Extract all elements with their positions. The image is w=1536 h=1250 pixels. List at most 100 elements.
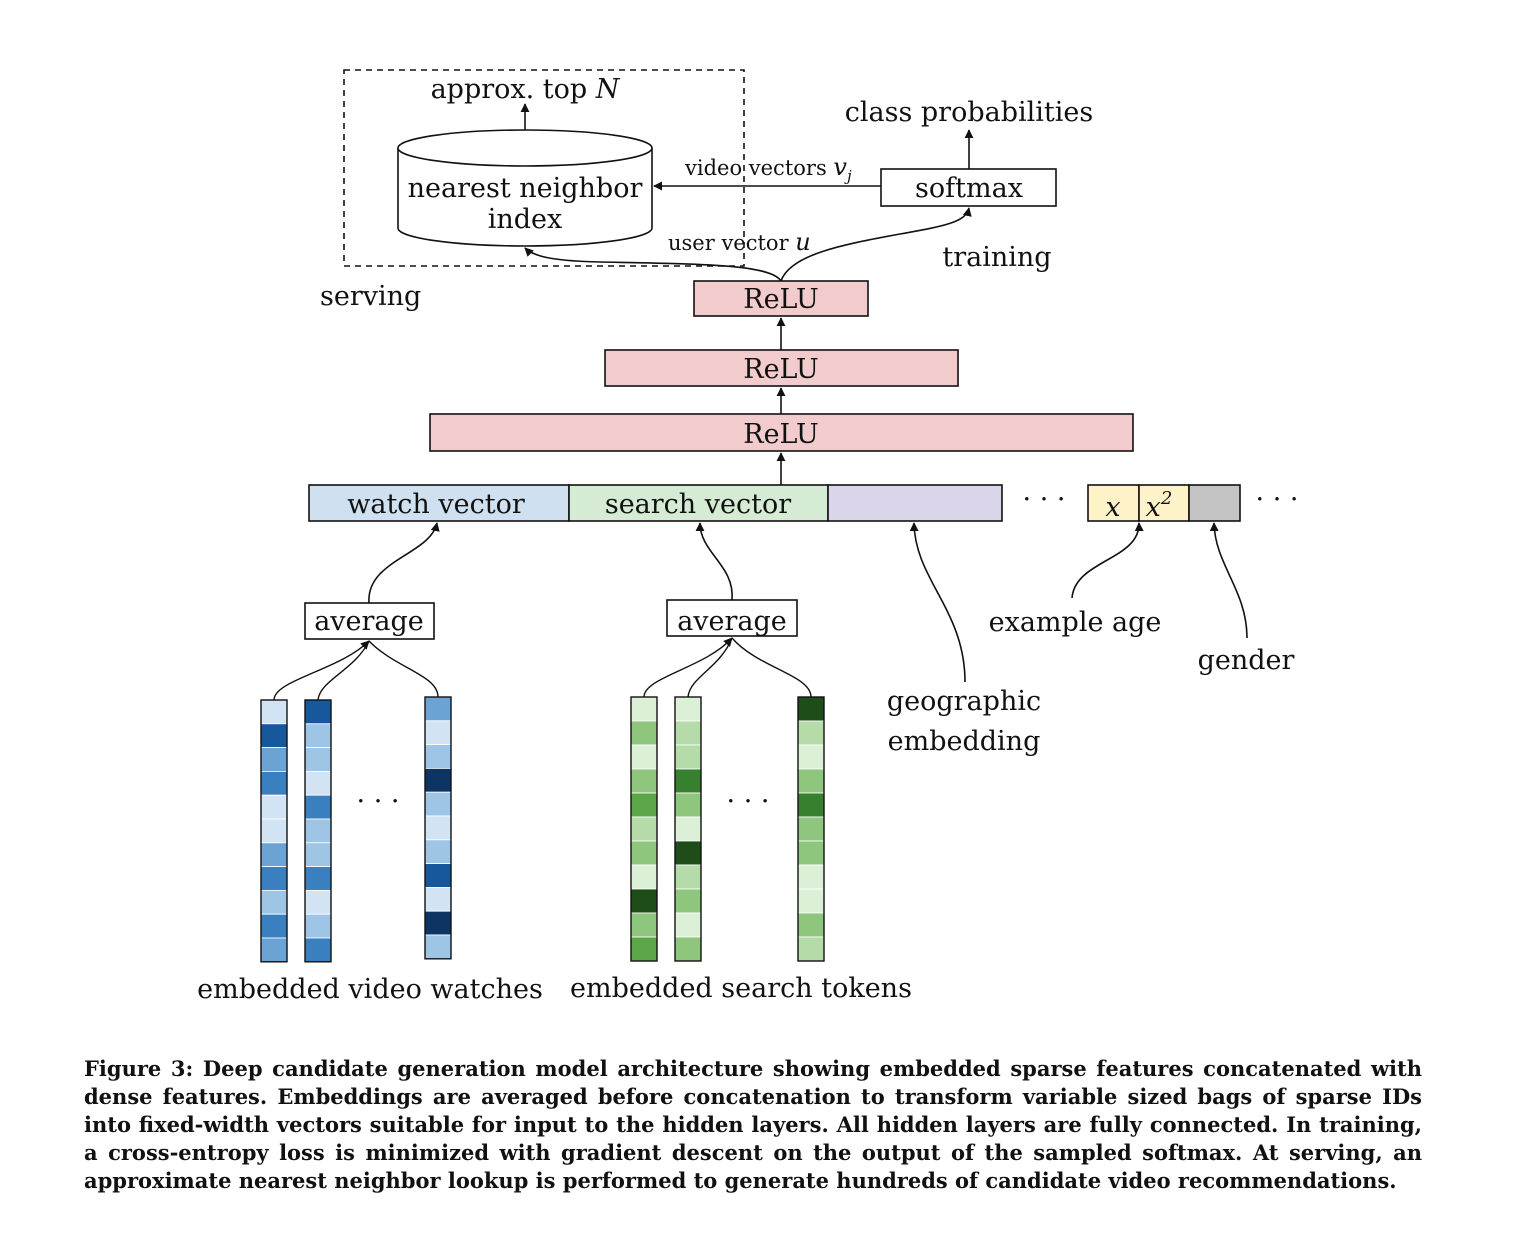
watch-embedding-cell <box>424 887 452 912</box>
token-embedding-cell <box>674 936 702 962</box>
token-embedding-cell <box>674 768 702 794</box>
token-embedding-cell <box>630 936 658 962</box>
relu-label: ReLU <box>743 284 819 315</box>
token-columns-ellipsis: · · · <box>727 786 770 817</box>
embedded-search-tokens-label: embedded search tokens <box>570 973 912 1004</box>
figure-caption: Figure 3: Deep candidate generation mode… <box>84 1056 1422 1193</box>
token-embedding-cell <box>630 888 658 914</box>
geographic-embedding-segment <box>827 484 1003 522</box>
watch-embedding-cell <box>304 937 332 963</box>
serving-label: serving <box>320 281 421 312</box>
training-label: training <box>942 242 1051 273</box>
token-embedding-column-1 <box>630 696 658 962</box>
example-age-label: example age <box>989 607 1162 638</box>
gender-curve <box>1209 522 1248 639</box>
token-embedding-cell <box>674 696 702 722</box>
watch-embedding-cell <box>304 890 332 915</box>
embedded-video-watches-label: embedded video watches <box>197 974 543 1005</box>
relu-layer-top <box>693 280 869 317</box>
average-box-tokens <box>666 599 798 637</box>
watch-embedding-cell <box>260 866 288 891</box>
token-embedding-cell <box>630 768 658 794</box>
video-vectors-label: video vectors vj <box>684 153 852 185</box>
watch-vector-label: watch vector <box>347 489 525 520</box>
watch-embedding-cell <box>304 794 332 820</box>
watch-embedding-cell <box>260 747 288 772</box>
trailing-ellipsis: · · · <box>1256 484 1299 515</box>
example-age-x-squared-segment <box>1138 484 1190 522</box>
watch-embedding-cell <box>260 890 288 915</box>
concat-ellipsis: · · · <box>1023 484 1066 515</box>
watch-embedding-cell <box>260 913 288 939</box>
serving-region <box>343 69 745 267</box>
class-probabilities-label: class probabilities <box>845 97 1093 128</box>
watch-embedding-cell <box>304 723 332 748</box>
token-embedding-cell <box>797 816 825 842</box>
token-embedding-cell <box>630 840 658 866</box>
x-label: x <box>1105 492 1120 523</box>
token-embedding-cell <box>630 912 658 938</box>
softmax-label: softmax <box>915 173 1023 204</box>
watch-embedding-cell <box>424 934 452 960</box>
relu-label: ReLU <box>743 354 819 385</box>
average-label: average <box>314 606 424 637</box>
search-vector-segment <box>568 484 829 522</box>
watch-embedding-column-3 <box>424 696 452 960</box>
gender-label: gender <box>1198 645 1295 676</box>
nearest-neighbor-index: nearest neighbor index <box>397 129 653 247</box>
token-embedding-cell <box>797 720 825 746</box>
approx-top-n-label: approx. top N <box>431 74 621 105</box>
token-embedding-cell <box>674 720 702 746</box>
token-embedding-cell <box>674 912 702 938</box>
relu-label: ReLU <box>743 419 819 450</box>
watch-embedding-cell <box>304 747 332 772</box>
softmax-box <box>880 168 1057 207</box>
watch-columns-ellipsis: · · · <box>357 786 400 817</box>
user-vector-to-index-curve <box>524 247 782 282</box>
token-embedding-cell <box>797 840 825 866</box>
token-embedding-cell <box>674 840 702 866</box>
x-squared-label: x2 <box>1146 488 1173 523</box>
token-embedding-cell <box>797 912 825 938</box>
token-embedding-cell <box>630 816 658 842</box>
watch-embedding-cell <box>304 818 332 844</box>
watch-embedding-cell <box>304 842 332 867</box>
watch-embedding-cell <box>304 866 332 891</box>
watch-embedding-cell <box>424 720 452 745</box>
geographic-embedding-label-line2: embedding <box>888 726 1041 757</box>
search-vector-label: search vector <box>605 489 791 520</box>
watch-embedding-cell <box>260 794 288 820</box>
watch-embedding-cell <box>304 771 332 796</box>
token-embedding-cell <box>797 888 825 914</box>
token-embedding-cell <box>630 720 658 746</box>
token-embedding-cell <box>797 696 825 722</box>
token-embedding-cell <box>797 768 825 794</box>
token-embedding-cell <box>797 864 825 890</box>
watch-embedding-cell <box>304 699 332 725</box>
token-column-curve <box>731 637 812 698</box>
token-embedding-column-3 <box>797 696 825 962</box>
watch-embedding-cell <box>424 910 452 936</box>
token-embedding-cell <box>674 816 702 842</box>
token-embedding-cell <box>674 864 702 890</box>
architecture-diagram: serving approx. top N nearest neighbor i… <box>197 69 1299 1005</box>
watch-embedding-cell <box>424 768 452 793</box>
watch-embedding-cell <box>260 723 288 748</box>
watch-embedding-cell <box>260 771 288 796</box>
svg-text:index: index <box>488 204 563 235</box>
watch-column-curve <box>317 640 370 701</box>
token-embedding-cell <box>630 744 658 770</box>
token-embedding-column-2 <box>674 696 702 962</box>
gender-segment <box>1188 484 1241 522</box>
token-embedding-cell <box>797 792 825 818</box>
average-box-watches <box>304 602 435 640</box>
token-embedding-cell <box>630 864 658 890</box>
watch-embedding-cell <box>260 937 288 963</box>
embedded-search-tokens-columns <box>630 696 825 962</box>
watch-embedding-cell <box>424 791 452 817</box>
geographic-embedding-label: geographic <box>887 686 1041 717</box>
user-vector-to-softmax-curve <box>780 207 972 282</box>
svg-text:nearest neighbor: nearest neighbor <box>408 173 643 204</box>
token-average-to-vector-curve <box>695 522 733 601</box>
watch-embedding-cell <box>260 818 288 844</box>
